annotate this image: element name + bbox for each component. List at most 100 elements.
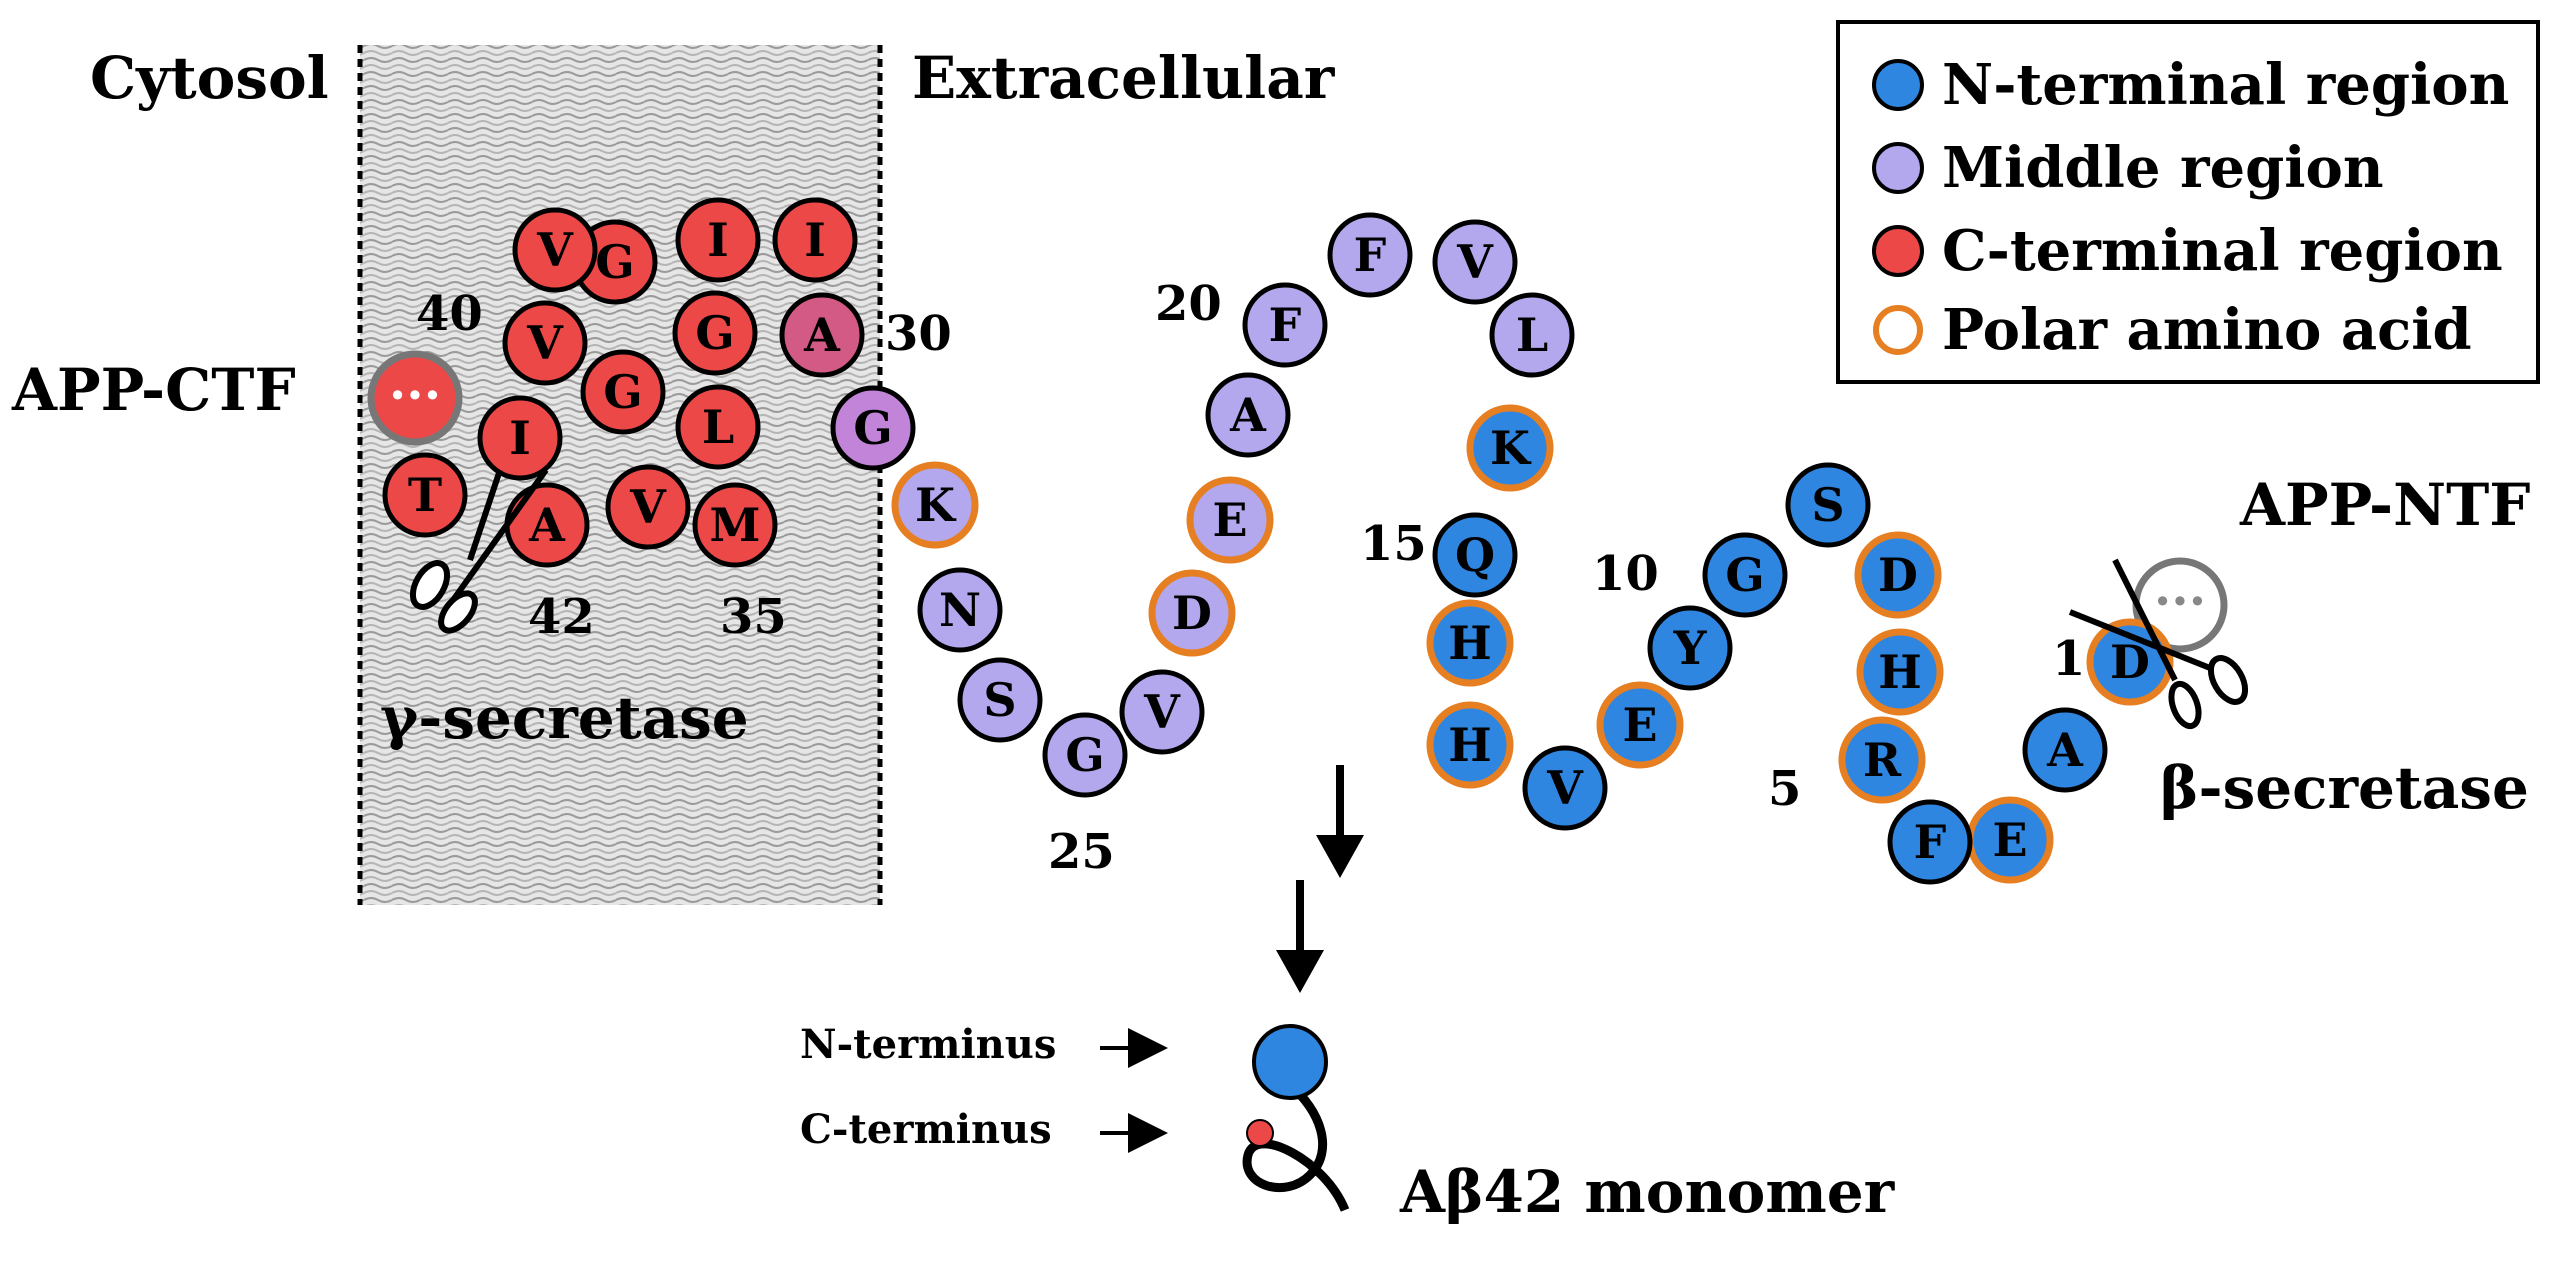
residue-32-letter: I — [707, 213, 729, 267]
residue-12-letter: V — [1546, 761, 1584, 815]
residue-5-letter: R — [1863, 733, 1902, 787]
residue-24-letter: V — [1143, 685, 1181, 739]
c-terminus-label: C-terminus — [800, 1106, 1052, 1153]
residue-4-circle — [1887, 799, 1973, 885]
gamma-secretase-scissors-icon — [409, 468, 549, 634]
release-arrows — [1276, 765, 1364, 993]
n-terminus-label: N-terminus — [800, 1021, 1056, 1068]
residue-35-letter: M — [710, 498, 761, 552]
residue-42-letter: A — [528, 498, 566, 552]
legend-c-terminal-label: C-terminal region — [1942, 218, 2503, 284]
residue-17-letter: L — [1516, 308, 1548, 362]
residue-16-circle — [1466, 404, 1554, 492]
residue-9-letter: G — [1725, 548, 1764, 602]
residue-8-letter: S — [1811, 478, 1844, 532]
residue-39-circle — [512, 207, 598, 293]
cytosol-label: Cytosol — [90, 44, 329, 112]
residue-33-circle — [672, 290, 758, 376]
residue-31-letter: I — [804, 213, 826, 267]
monomer-n-terminus-dot — [1252, 1024, 1328, 1100]
residue-41-letter: I — [509, 411, 531, 465]
residue-31-circle — [772, 197, 858, 283]
residue-36-circle — [605, 464, 691, 550]
residue-14-circle — [1426, 599, 1514, 687]
residue-19-letter: F — [1354, 228, 1387, 282]
residue-21-circle — [1205, 372, 1291, 458]
position-number-20: 20 — [1155, 276, 1222, 332]
monomer-chain — [1242, 1081, 1350, 1212]
residue-40-letter: V — [526, 316, 564, 370]
residue-22-circle — [1186, 476, 1274, 564]
residue-27-letter: N — [939, 583, 981, 637]
app-ctf-label: APP-CTF — [11, 356, 296, 424]
residue-25-circle — [1042, 712, 1128, 798]
residue-40-circle — [502, 300, 588, 386]
residue-43-letter: T — [408, 468, 442, 522]
residue-18-circle — [1432, 219, 1518, 305]
position-number-5: 5 — [1768, 761, 1801, 817]
residue-23-circle — [1148, 569, 1236, 657]
residue-29-circle — [830, 385, 916, 471]
legend-middle-swatch — [1872, 142, 1924, 194]
residue-12-circle — [1522, 745, 1608, 831]
position-number-35: 35 — [720, 589, 787, 645]
residue-6-circle — [1856, 628, 1944, 716]
position-number-30: 30 — [885, 306, 952, 362]
residue-35-circle — [692, 482, 778, 568]
legend-polar-swatch — [1873, 305, 1923, 355]
residue-9-circle — [1702, 532, 1788, 618]
residue-13-letter: H — [1448, 718, 1491, 772]
residue-6-letter: H — [1878, 645, 1921, 699]
residue-15-circle — [1432, 512, 1518, 598]
position-number-1: 1 — [2052, 631, 2085, 687]
residue-5-circle — [1838, 716, 1926, 804]
residue-3-letter: E — [1992, 813, 2027, 867]
residue-19-circle — [1327, 212, 1413, 298]
residue-22-letter: E — [1212, 493, 1247, 547]
peptide-chain: DAEFRHDSGYEVHHQKLVFFAEDVGSNKGAIIGLMVGGVV… — [382, 197, 2174, 885]
beta-secretase-scissors-icon — [2068, 558, 2249, 730]
position-number-40: 40 — [416, 286, 483, 342]
residue-28-circle — [891, 461, 979, 549]
extracellular-label: Extracellular — [912, 44, 1336, 112]
residue-7-circle — [1854, 531, 1942, 619]
residue-27-circle — [917, 567, 1003, 653]
position-number-42: 42 — [528, 589, 595, 645]
residue-39-letter: V — [536, 223, 574, 277]
residue-29-letter: G — [853, 401, 892, 455]
monomer-title: Aβ42 monomer — [1399, 1158, 1896, 1226]
residue-2-letter: A — [2046, 723, 2084, 777]
residue-13-circle — [1426, 701, 1514, 789]
residue-41-circle — [477, 395, 563, 481]
residue-30-circle — [779, 292, 865, 378]
residue-18-letter: V — [1456, 235, 1494, 289]
app-ntf-ellipsis: ··· — [2154, 571, 2206, 630]
residue-20-circle — [1242, 282, 1328, 368]
residue-36-letter: V — [629, 480, 667, 534]
residue-28-letter: K — [915, 478, 957, 532]
residue-43-circle — [382, 452, 468, 538]
residue-20-letter: F — [1269, 298, 1302, 352]
residue-34-letter: L — [702, 400, 734, 454]
legend-c-terminal-swatch — [1872, 225, 1924, 277]
residue-11-letter: E — [1622, 698, 1657, 752]
residue-26-letter: S — [983, 673, 1016, 727]
residue-7-letter: D — [1878, 548, 1918, 602]
residue-25-letter: G — [1065, 728, 1104, 782]
legend-polar-label: Polar amino acid — [1942, 297, 2472, 363]
app-ctf-ellipsis: ··· — [389, 365, 441, 424]
legend-middle-label: Middle region — [1942, 135, 2384, 201]
residue-11-circle — [1596, 681, 1684, 769]
residue-16-letter: K — [1490, 421, 1532, 475]
residue-32-circle — [675, 197, 761, 283]
app-ntf-label: APP-NTF — [2239, 471, 2530, 539]
residue-23-letter: D — [1172, 586, 1212, 640]
monomer-c-terminus-dot — [1246, 1119, 1274, 1147]
residue-4-letter: F — [1914, 815, 1947, 869]
app-ctf-continuation — [367, 350, 463, 446]
residue-10-circle — [1647, 605, 1733, 691]
legend-box — [1836, 20, 2540, 384]
position-number-15: 15 — [1360, 516, 1427, 572]
residue-24-circle — [1119, 669, 1205, 755]
